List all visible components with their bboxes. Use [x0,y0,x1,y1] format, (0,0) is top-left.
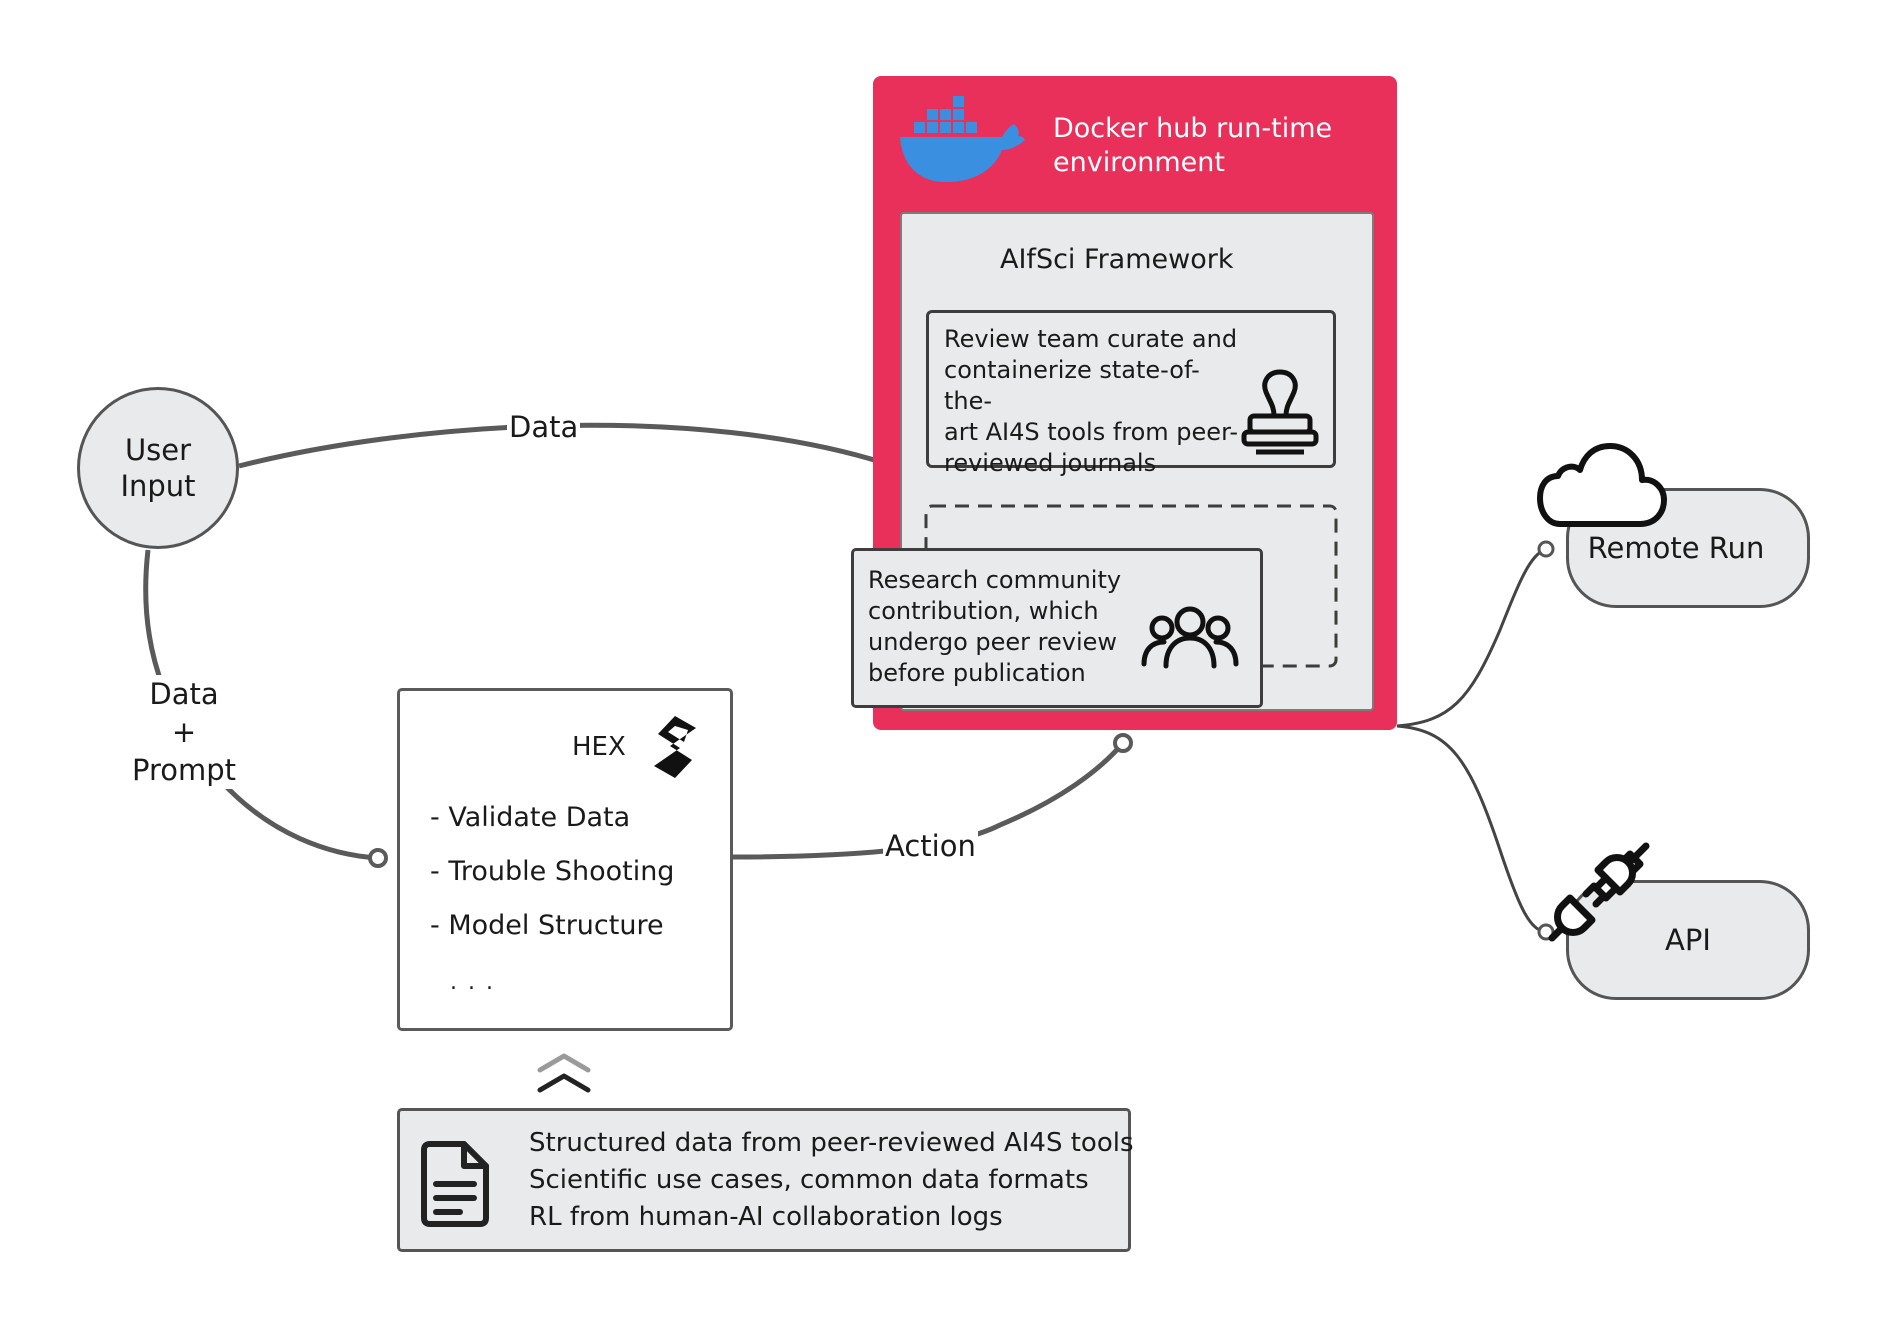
cloud-icon [1537,443,1667,527]
community-line-3: undergo peer review [868,628,1118,656]
community-line-4: before publication [868,659,1086,687]
docker-title-line1: Docker hub run-time [1053,113,1333,144]
document-icon [421,1141,489,1227]
structured-data-box [397,1108,1131,1252]
hex-item-troubleshooting: - Trouble Shooting [430,856,675,887]
edge-label-data-prompt-3: Prompt [131,753,237,787]
edge-remote [1396,547,1547,728]
review-line-3: art AI4S tools from peer- [944,418,1239,446]
hex-title: HEX [572,732,626,762]
edge-label-data: Data [507,410,581,444]
review-team-text: Review team curate and containerize stat… [944,324,1244,479]
hex-item-validate: - Validate Data [430,802,631,833]
user-input-node: User Input [77,387,239,549]
api-label: API [1665,923,1711,957]
community-line-1: Research community [868,566,1122,594]
plug-icon [1548,842,1650,942]
people-icon [1141,606,1239,669]
hex-box [397,688,733,1031]
community-text: Research community contribution, which u… [868,565,1148,689]
community-contribution-box [851,548,1263,708]
chevron-up-icon [537,1053,591,1093]
edge-action [732,741,1125,860]
edge-label-data-prompt-2: + [171,715,197,749]
structured-data-line-3: RL from human-AI collaboration logs [529,1202,1003,1232]
edge-label-data-prompt: Data + Prompt [127,675,241,789]
community-line-2: contribution, which [868,597,1099,625]
edge-label-action: Action [883,829,978,863]
review-line-4: reviewed journals [944,449,1157,477]
review-line-1: Review team curate and [944,325,1238,353]
hex-item-model-structure: - Model Structure [430,910,664,941]
port-api [1537,923,1555,941]
hex-item-ellipsis: . . . [450,970,495,995]
port-action [1113,733,1133,753]
edge-label-data-prompt-1: Data [149,677,219,711]
user-input-line1: User [124,433,192,467]
port-data-prompt [368,848,388,868]
structured-data-line-2: Scientific use cases, common data format… [529,1165,1089,1195]
edge-api [1396,724,1547,934]
stamp-icon [1241,369,1319,455]
remote-run-label: Remote Run [1587,531,1765,565]
port-remote [1537,540,1555,558]
framework-title: AIfSci Framework [1000,244,1234,275]
hex-logo-icon [654,716,696,778]
review-line-2: containerize state-of-the- [944,356,1200,415]
structured-data-line-1: Structured data from peer-reviewed AI4S … [529,1128,1134,1158]
docker-title-line2: environment [1053,147,1225,178]
docker-title: Docker hub run-time environment [1053,112,1383,180]
user-input-line2: Input [120,469,196,503]
docker-whale-icon [900,96,1025,182]
